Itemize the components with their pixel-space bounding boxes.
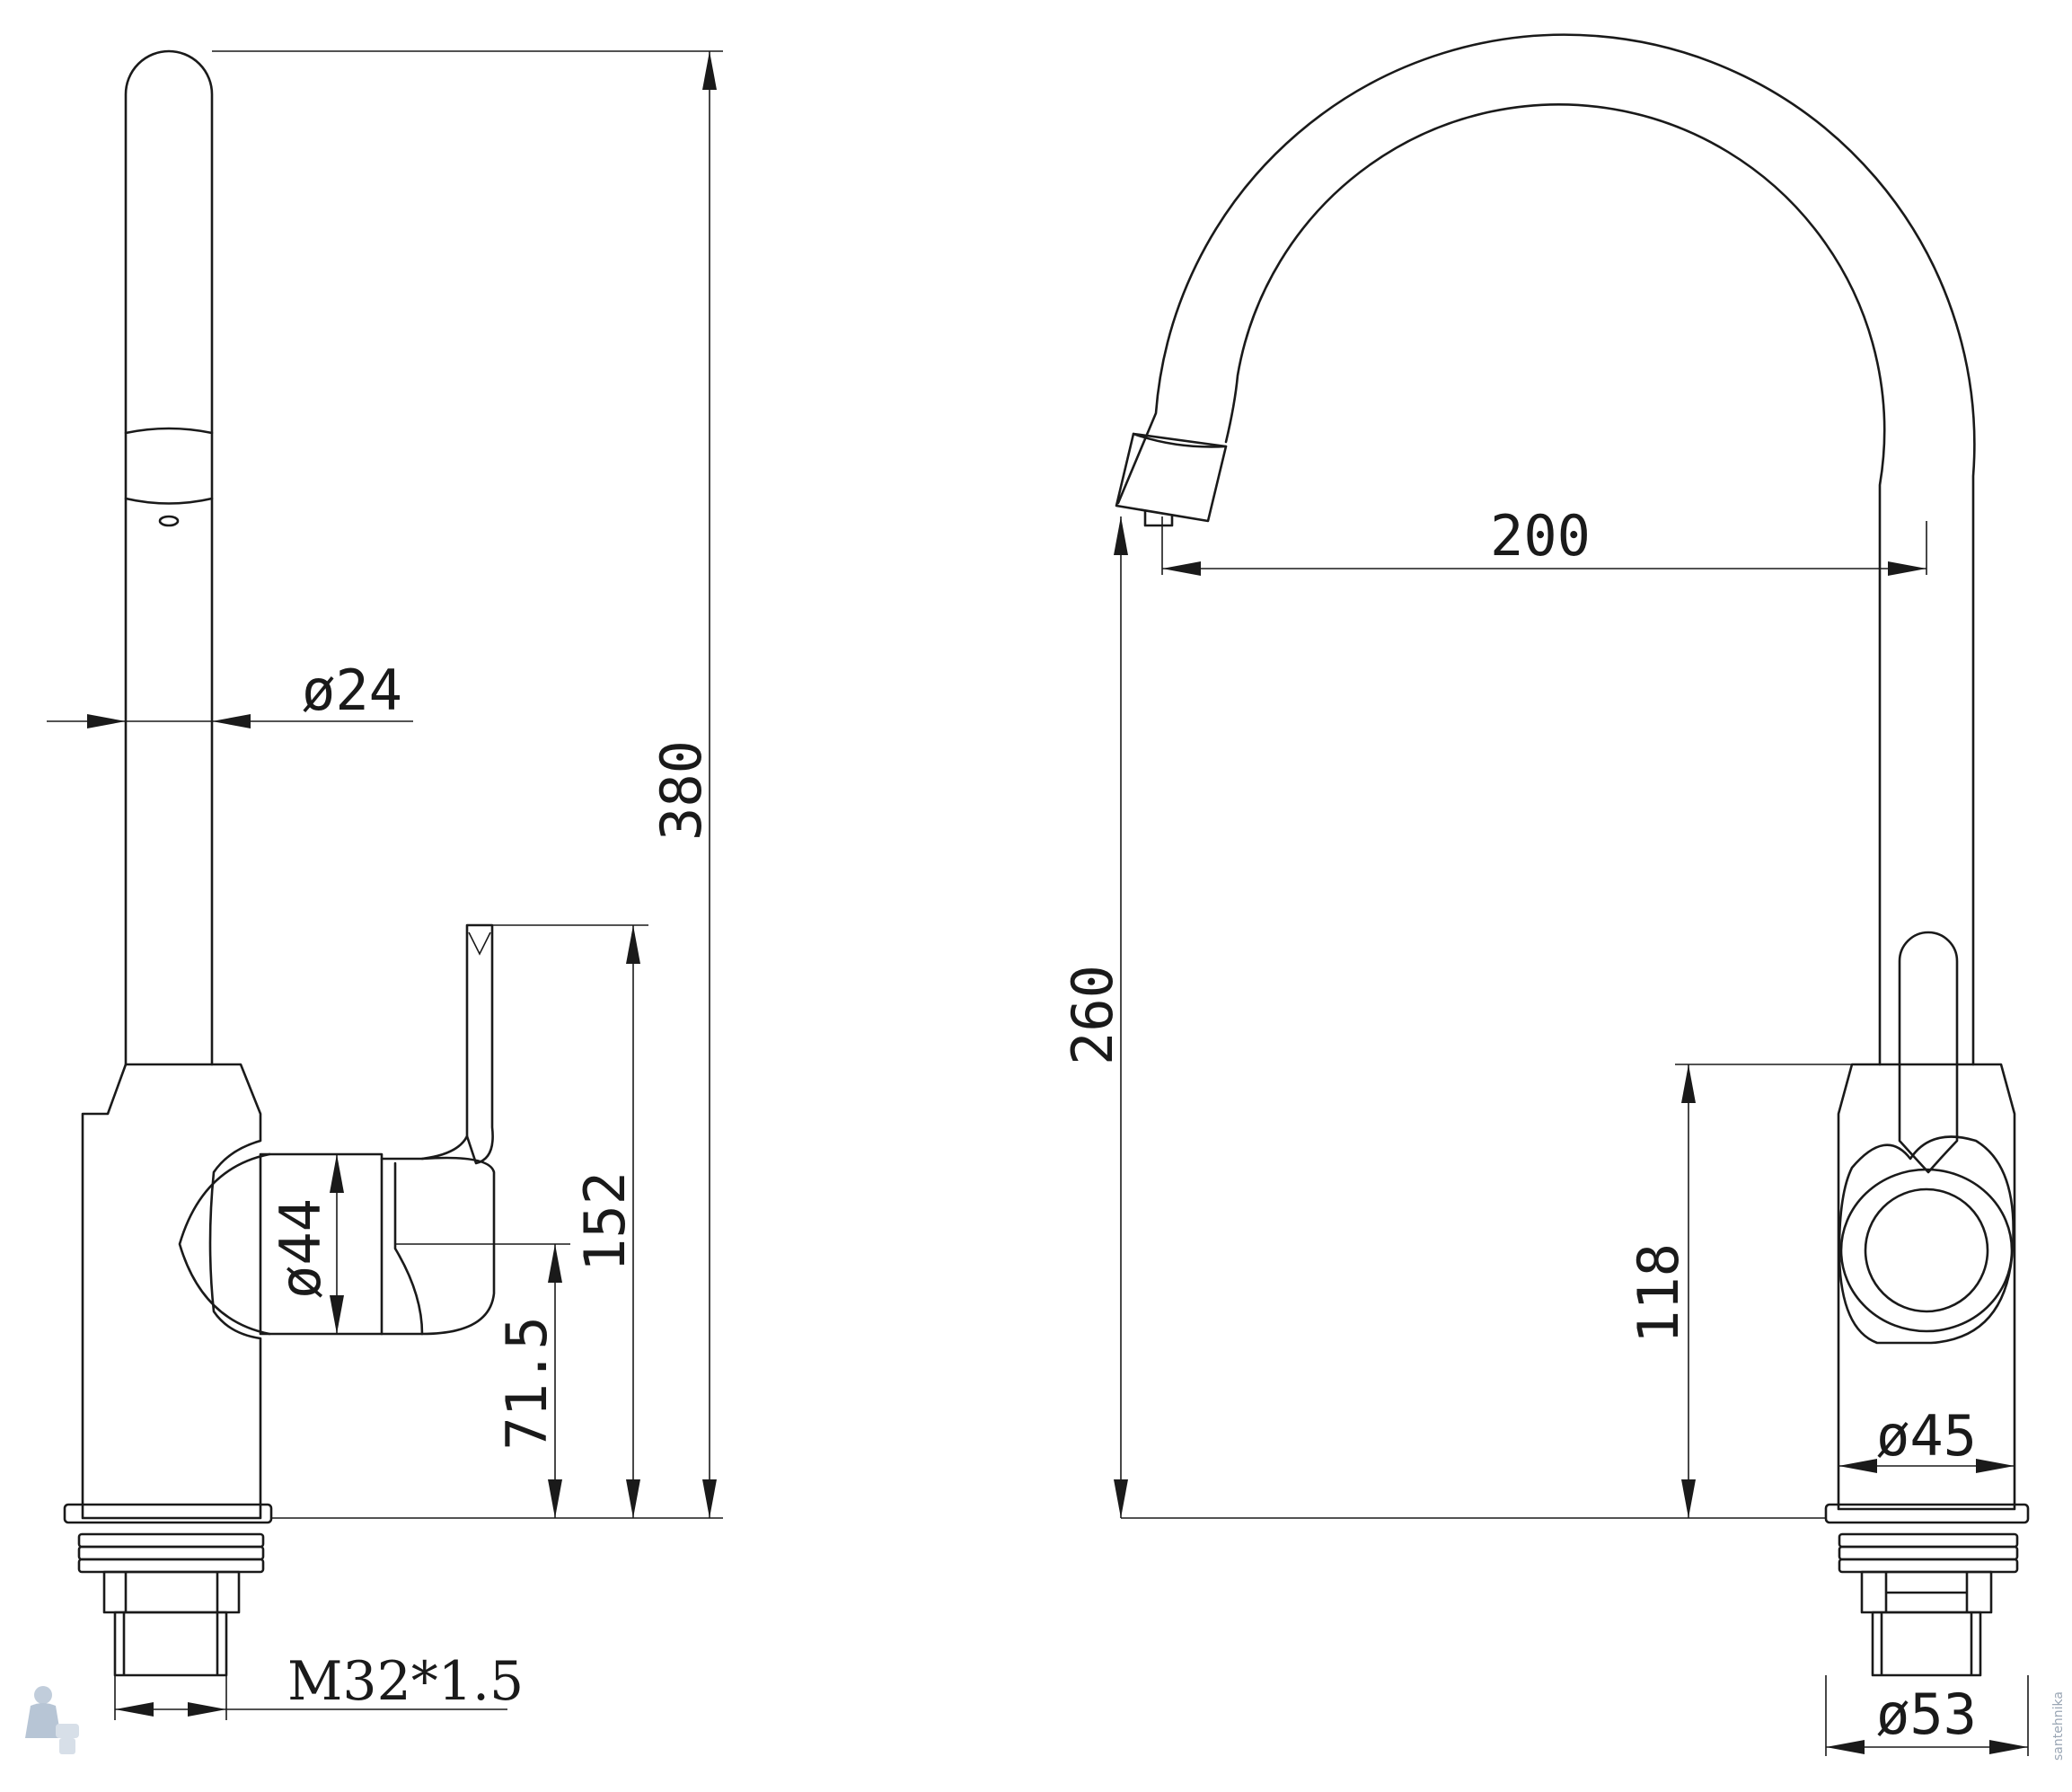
front-spout-outlet (1143, 510, 1174, 527)
side-lever-mark (468, 931, 491, 956)
side-threaded-stud (113, 1611, 228, 1677)
side-hex-nut (102, 1570, 241, 1614)
side-base-plate (63, 1503, 273, 1524)
dim-overall-height: 380 (212, 50, 723, 1518)
side-lever-handle (465, 923, 494, 1165)
front-washer-1 (1838, 1532, 2019, 1549)
dim-handle-height-label: 152 (572, 1171, 638, 1272)
dim-spout-diameter: ø24 (47, 658, 413, 728)
dim-spout-height: 260 (1060, 516, 1826, 1519)
dim-overall-height-label: 380 (648, 740, 714, 841)
watermark-text: santehnika (2051, 1691, 2066, 1761)
front-spout-tip (1115, 432, 1228, 523)
dim-base-diameter: ø53 (1825, 1675, 2029, 1756)
front-washer-3 (1838, 1558, 2019, 1574)
dim-base-diameter-label: ø53 (1876, 1682, 1977, 1747)
side-aerator-outlet (158, 515, 180, 527)
side-spout-tube (124, 49, 214, 1066)
dim-thread-label: M32*1.5 (287, 1650, 524, 1713)
dim-body-height: 118 (1626, 1064, 1852, 1518)
dim-body-diameter-label: ø45 (1876, 1403, 1977, 1469)
dim-handle-axis-height-label: 71.5 (494, 1316, 560, 1450)
front-hex-nut (1860, 1570, 1993, 1614)
dim-handle-height: 152 (492, 924, 648, 1518)
front-handle-disk-inner (1864, 1187, 1989, 1313)
dim-body-diameter: ø45 (1838, 1403, 2015, 1473)
side-body (81, 1063, 262, 1520)
dim-spout-diameter-label: ø24 (302, 658, 402, 723)
plumber-mascot-icon (25, 1686, 79, 1754)
front-handle-disk-outer (1839, 1168, 2014, 1333)
dim-spout-height-label: 260 (1060, 965, 1125, 1065)
dim-body-height-label: 118 (1626, 1243, 1691, 1344)
front-threaded-stud (1871, 1611, 1982, 1677)
side-cartridge-cap (380, 1156, 496, 1336)
front-spout-band (1132, 432, 1228, 448)
front-spout-inner (1224, 103, 1886, 1066)
side-cartridge-ring (393, 1161, 424, 1336)
front-washer-2 (1838, 1545, 2019, 1561)
side-view (63, 49, 496, 1677)
side-washer-3 (77, 1558, 265, 1574)
dim-spout-reach: 200 (1161, 503, 1927, 576)
front-body (1837, 1063, 2016, 1511)
front-lever-handle (1898, 931, 1959, 1174)
dim-handle-diameter: ø44 (268, 1154, 344, 1334)
dim-handle-axis-height: 71.5 (395, 1243, 570, 1518)
dim-spout-reach-label: 200 (1490, 503, 1591, 569)
side-washer-2 (77, 1545, 265, 1561)
side-washer-1 (77, 1532, 265, 1549)
front-base-plate (1824, 1503, 2030, 1524)
side-aerator-band (124, 427, 214, 505)
side-body-curve (178, 1152, 271, 1336)
dim-handle-diameter-label: ø44 (268, 1198, 333, 1299)
dim-thread: M32*1.5 (114, 1650, 524, 1720)
side-lever-joint (420, 1134, 469, 1161)
front-spout-outer (1116, 33, 1976, 1066)
front-view (1115, 33, 2030, 1677)
